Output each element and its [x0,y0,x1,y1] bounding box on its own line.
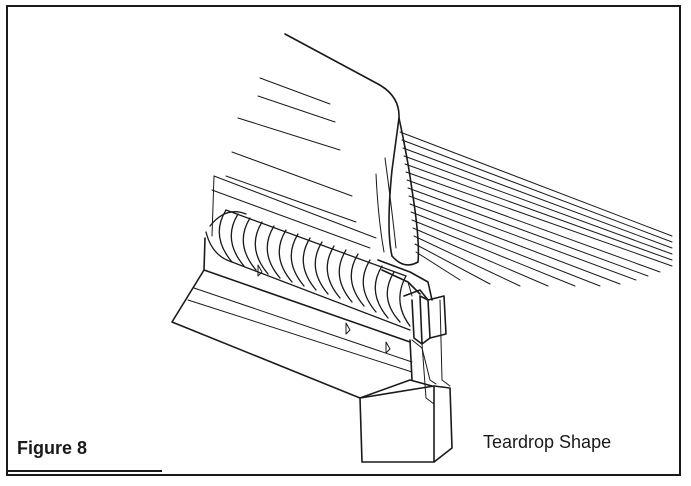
connector-body [171,175,413,399]
figure-label: Figure 8 [17,438,88,458]
figure-caption: Teardrop Shape [483,432,612,452]
teardrop-loop [375,117,420,266]
connector-end-block [359,289,453,463]
cable-coil [205,209,411,331]
ribbon-cable-upper [225,33,400,257]
latch-clip [377,259,433,301]
figure-label-rule [6,470,162,472]
figure-frame [6,5,681,476]
ribbon-cable-lower [399,131,673,287]
